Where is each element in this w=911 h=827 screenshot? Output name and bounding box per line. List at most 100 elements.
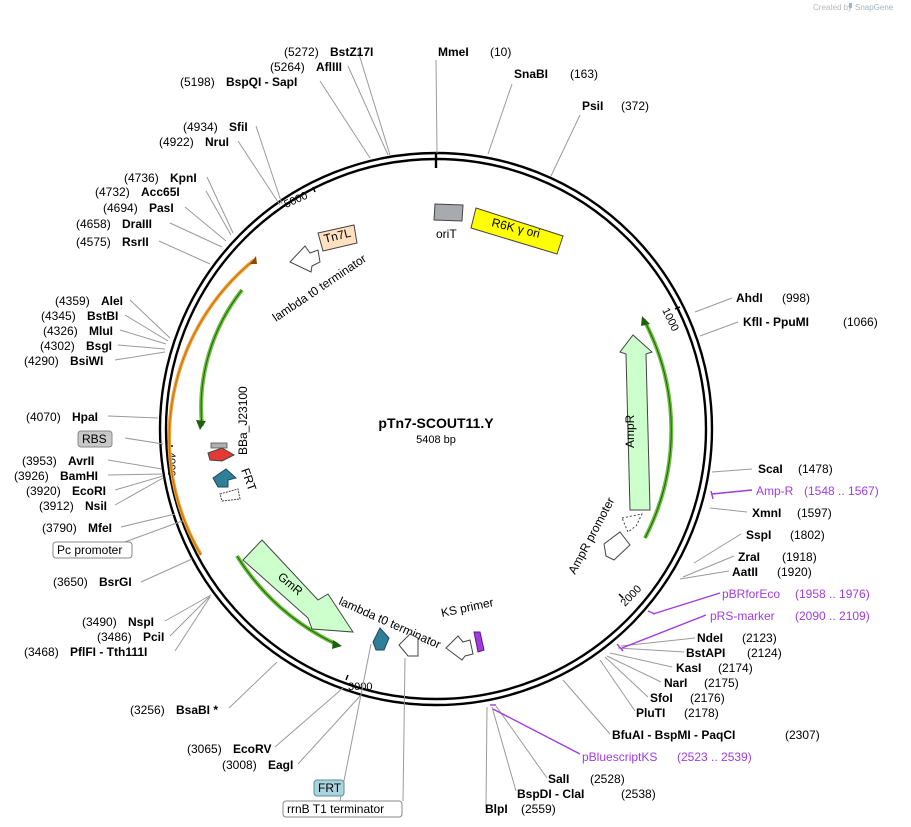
- primer-pbluescriptks[interactable]: pBluescriptKS: [582, 750, 657, 764]
- primer-ampr[interactable]: Amp-R: [756, 484, 794, 498]
- enzyme-bstbi[interactable]: BstBI: [87, 309, 118, 323]
- enzyme-zrai[interactable]: ZraI: [738, 550, 760, 564]
- enzyme-mfei[interactable]: MfeI: [88, 521, 112, 535]
- enzyme-kasi-pos: (2174): [718, 661, 753, 675]
- enzyme-sali-pos: (2528): [590, 772, 625, 786]
- enzyme-pflfi-tth111i[interactable]: PflFI - Tth111I: [70, 645, 147, 659]
- enzyme-sfoi[interactable]: SfoI: [650, 691, 673, 705]
- primer-labels: Amp-R (1548 .. 1567) pBRforEco (1958 .. …: [582, 484, 879, 764]
- ampr-feature[interactable]: [619, 334, 653, 511]
- primer-pbrforeco[interactable]: pBRforEco: [722, 587, 780, 601]
- enzyme-avrii[interactable]: AvrII: [68, 454, 94, 468]
- credit-brand: SnapGene: [855, 3, 894, 12]
- bba-label: BBa_J23100: [236, 386, 250, 455]
- enzyme-bspqi-sapi-pos: (5198): [180, 75, 215, 89]
- enzyme-nari[interactable]: NarI: [664, 676, 687, 690]
- enzyme-kpni[interactable]: KpnI: [170, 171, 197, 185]
- enzyme-hpai-pos: (4070): [26, 410, 61, 424]
- enzyme-bamhi[interactable]: BamHI: [60, 469, 98, 483]
- enzyme-blpi[interactable]: BlpI: [485, 802, 508, 816]
- enzyme-sfii[interactable]: SfiI: [229, 120, 248, 134]
- orit-feature[interactable]: [433, 203, 464, 222]
- enzyme-kfli-ppumi[interactable]: KflI - PpuMI: [743, 315, 809, 329]
- credit-created-by: Created by: [813, 3, 852, 12]
- enzyme-kpni-pos: (4736): [124, 171, 159, 185]
- enzyme-ecori-pos: (3920): [26, 484, 61, 498]
- enzyme-ndei[interactable]: NdeI: [697, 631, 723, 645]
- enzyme-sfoi-pos: (2176): [690, 691, 725, 705]
- enzyme-kasi[interactable]: KasI: [676, 661, 701, 675]
- lambda-t0-top-feature[interactable]: [289, 245, 321, 273]
- frt-box[interactable]: [313, 779, 345, 797]
- enzyme-pluti-pos: (2178): [684, 706, 719, 720]
- enzyme-rsrii[interactable]: RsrII: [122, 235, 149, 249]
- bba-feature[interactable]: [210, 442, 228, 449]
- enzyme-nsii[interactable]: NsiI: [85, 499, 107, 513]
- enzyme-nrui[interactable]: NruI: [205, 135, 229, 149]
- enzyme-eagi[interactable]: EagI: [268, 758, 293, 772]
- enzyme-xmni[interactable]: XmnI: [752, 506, 781, 520]
- enzyme-hpai[interactable]: HpaI: [72, 410, 98, 424]
- enzyme-ahdi[interactable]: AhdI: [736, 291, 763, 305]
- enzyme-zrai-pos: (1918): [782, 550, 817, 564]
- enzyme-ecori[interactable]: EcoRI: [72, 484, 106, 498]
- enzyme-acc65i[interactable]: Acc65I: [141, 185, 180, 199]
- enzyme-aatii[interactable]: AatII: [732, 565, 758, 579]
- enzyme-psii-pos: (372): [621, 99, 649, 113]
- ampr-promoter-feature[interactable]: [603, 531, 631, 561]
- enzyme-bsrgi[interactable]: BsrGI: [99, 575, 132, 589]
- green-arc-bottom-arrowhead: [332, 640, 342, 649]
- frt-bottom-feature[interactable]: [372, 627, 390, 651]
- ampr-promoter-label: AmpR promoter: [565, 495, 617, 576]
- enzyme-snabi[interactable]: SnaBI: [514, 67, 548, 81]
- enzyme-scai[interactable]: ScaI: [758, 462, 783, 476]
- enzyme-ahdi-pos: (998): [782, 291, 810, 305]
- frt-inner-feature[interactable]: [212, 468, 238, 488]
- enzyme-pasi[interactable]: PasI: [149, 201, 174, 215]
- rbs-box[interactable]: [77, 430, 113, 448]
- green-arc-bottom-core: [236, 555, 339, 646]
- enzyme-eagi-pos: (3008): [222, 758, 257, 772]
- enzyme-mmei[interactable]: MmeI: [438, 45, 469, 59]
- frt-inner-label: FRT: [238, 466, 259, 493]
- tn7l-feature[interactable]: [317, 224, 358, 252]
- tick-label-3000: 3000: [348, 681, 372, 693]
- enzyme-sali[interactable]: SalI: [548, 772, 569, 786]
- ampr-promoter-small: [621, 513, 643, 533]
- enzyme-acc65i-pos: (4732): [95, 185, 130, 199]
- enzyme-pcii[interactable]: PciI: [143, 630, 164, 644]
- primer-prs-marker[interactable]: pRS-marker: [710, 609, 775, 623]
- enzyme-bfuai-bspmi-paqci[interactable]: BfuAI - BspMI - PaqCI: [612, 728, 735, 742]
- enzyme-afliii[interactable]: AflIII: [316, 60, 342, 74]
- enzyme-sfii-pos: (4934): [183, 120, 218, 134]
- enzyme-bsgi[interactable]: BsgI: [86, 339, 112, 353]
- rrnb-box[interactable]: [282, 800, 403, 818]
- promoter-red-feature[interactable]: [207, 447, 236, 462]
- enzyme-nspi[interactable]: NspI: [128, 615, 154, 629]
- enzyme-bstapi[interactable]: BstAPI: [686, 646, 725, 660]
- pc-promoter-box[interactable]: [52, 541, 133, 559]
- ks-primer-feature[interactable]: [445, 635, 474, 661]
- plasmid-size: 5408 bp: [416, 434, 456, 446]
- enzyme-bsabi[interactable]: BsaBI *: [176, 703, 218, 717]
- enzyme-bspqi-sapi[interactable]: BspQI - SapI: [226, 75, 297, 89]
- enzyme-pluti[interactable]: PluTI: [636, 706, 665, 720]
- primer-pbrforeco-range: (1958 .. 1976): [795, 587, 870, 601]
- enzyme-mlui[interactable]: MluI: [89, 324, 113, 338]
- enzyme-sspi[interactable]: SspI: [746, 528, 771, 542]
- r6k-ori-feature[interactable]: [470, 207, 564, 255]
- enzyme-bsgi-pos: (4302): [40, 339, 75, 353]
- enzyme-ecorv[interactable]: EcoRV: [233, 742, 271, 756]
- lambda-t0-bottom-feature[interactable]: [398, 633, 419, 657]
- primer-marks: [490, 489, 753, 755]
- enzyme-psii[interactable]: PsiI: [582, 99, 603, 113]
- enzyme-xmni-pos: (1597): [797, 506, 832, 520]
- gmr-feature[interactable]: [242, 539, 354, 633]
- enzyme-bstz17i[interactable]: BstZ17I: [330, 45, 373, 59]
- enzyme-bspdi-clai[interactable]: BspDI - ClaI: [517, 787, 584, 801]
- enzyme-draiii-pos: (4658): [76, 217, 111, 231]
- enzyme-bsrgi-pos: (3650): [53, 575, 88, 589]
- enzyme-bsiwi[interactable]: BsiWI: [70, 354, 103, 368]
- enzyme-alei[interactable]: AleI: [101, 294, 123, 308]
- enzyme-draiii[interactable]: DraIII: [122, 217, 152, 231]
